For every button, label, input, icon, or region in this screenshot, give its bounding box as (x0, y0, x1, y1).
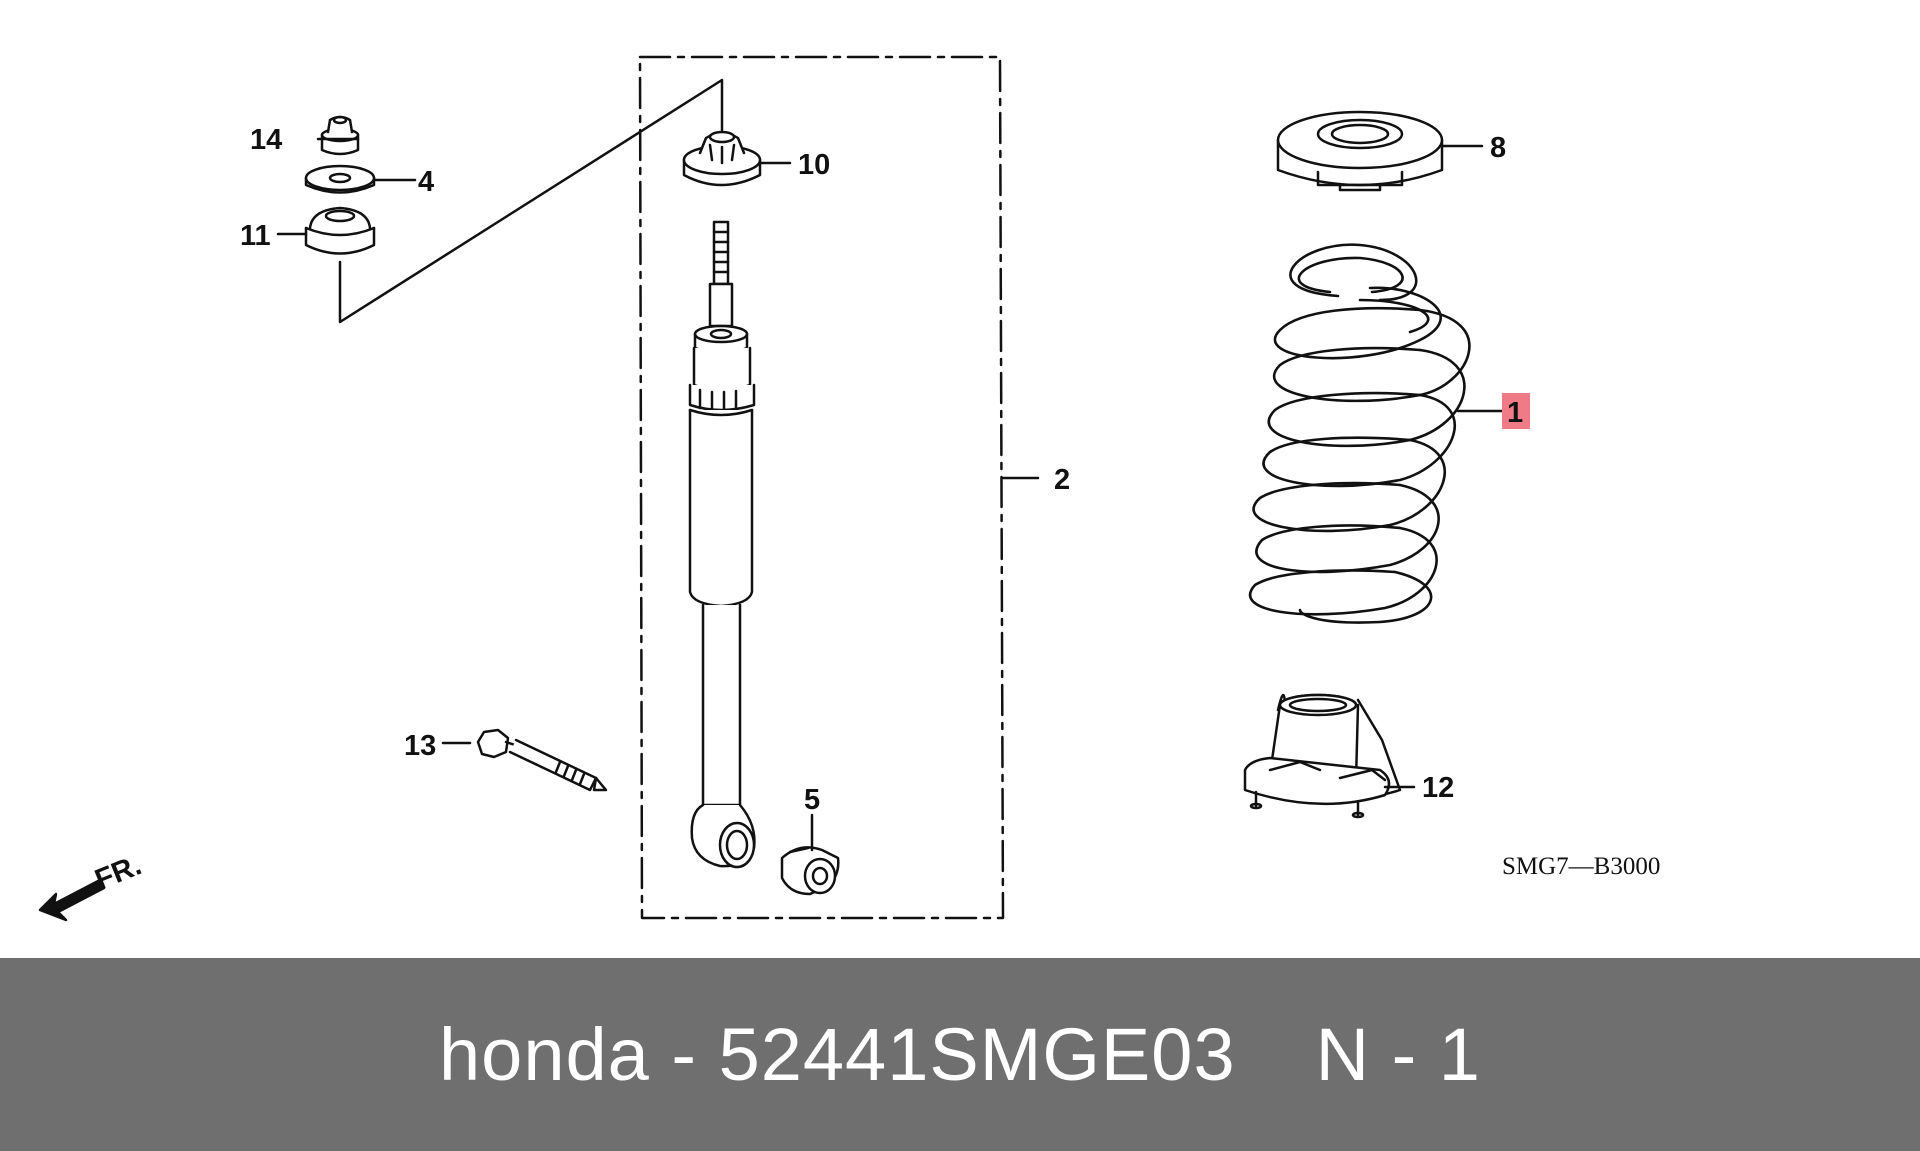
bushing-part-11 (304, 206, 376, 255)
front-direction-label: FR. (91, 849, 146, 896)
shock-absorber (688, 220, 756, 869)
nut-part-14 (320, 115, 360, 156)
callout-1: 1 (1507, 397, 1523, 429)
callout-14: 14 (250, 124, 282, 156)
callout-4: 4 (418, 166, 434, 198)
footer-part-number: 52441SMGE03 (718, 1013, 1236, 1096)
coil-spring-part-1 (1248, 243, 1471, 624)
callout-13: 13 (404, 730, 436, 762)
lower-spring-seat-part-12 (1243, 693, 1402, 819)
diagram-code: SMG7—B3000 (1502, 853, 1660, 880)
callout-5: 5 (804, 784, 820, 816)
footer-position-label: N - 1 (1315, 1013, 1481, 1096)
callout-8: 8 (1490, 132, 1506, 164)
leader-lines (276, 137, 1504, 852)
parts-diagram: FR. 14 4 11 10 2 8 1 12 13 5 SMG7—B3000 (38, 55, 1660, 922)
callout-2: 2 (1054, 464, 1070, 496)
leader-10-11 (338, 78, 724, 324)
callout-10: 10 (798, 149, 830, 181)
bolt-part-13 (476, 728, 608, 792)
footer-brand: honda (439, 1013, 650, 1096)
upper-bushing-part-10 (682, 130, 762, 187)
lower-bushing-part-5 (780, 846, 840, 896)
front-direction-arrow-icon (38, 878, 106, 922)
highlight-box (1502, 393, 1530, 429)
footer-bar: honda - 52441SMGE03 N - 1 (0, 958, 1920, 1151)
footer-separator: - (671, 1013, 698, 1096)
washer-part-4 (304, 164, 376, 194)
callout-11: 11 (240, 220, 271, 252)
shock-assembly-box (638, 55, 1005, 920)
callout-12: 12 (1422, 772, 1454, 804)
spring-seat-part-8 (1276, 110, 1444, 192)
